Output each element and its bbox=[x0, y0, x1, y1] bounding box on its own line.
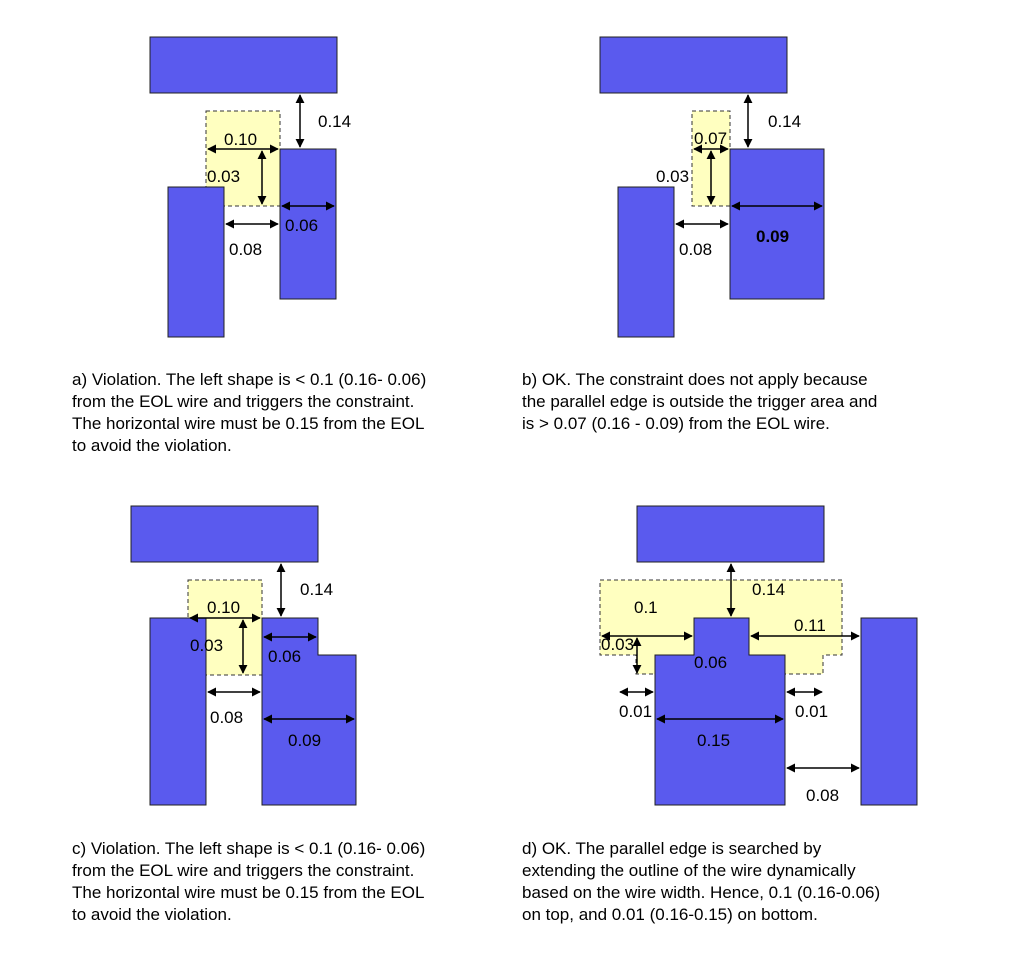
right-width-label: 0.11 bbox=[794, 616, 826, 635]
caption-line: c) Violation. The left shape is < 0.1 (0… bbox=[72, 839, 426, 858]
top-gap-label: 0.14 bbox=[300, 580, 333, 599]
left-spacing-label: 0.08 bbox=[210, 708, 243, 727]
caption-line: d) OK. The parallel edge is searched by bbox=[522, 839, 822, 858]
caption-line: from the EOL wire and triggers the const… bbox=[72, 861, 415, 880]
caption-line: b) OK. The constraint does not apply bec… bbox=[522, 370, 868, 389]
caption-c: c) Violation. The left shape is < 0.1 (0… bbox=[72, 838, 425, 926]
top-gap-label: 0.14 bbox=[752, 580, 785, 599]
left-shape bbox=[149, 617, 207, 806]
wire-width-label: 0.06 bbox=[268, 647, 301, 666]
eol-wire bbox=[729, 148, 825, 300]
horizontal-wire bbox=[636, 505, 825, 563]
panel-c: 0.14 0.10 0.03 0.06 0.08 0.09 bbox=[130, 505, 357, 806]
trigger-height-label: 0.03 bbox=[207, 167, 240, 186]
trigger-height-label: 0.03 bbox=[656, 167, 689, 186]
left-spacing-label: 0.08 bbox=[229, 240, 262, 259]
horizontal-wire bbox=[149, 36, 338, 94]
panel-d: 0.14 0.1 0.11 0.03 0.06 0.01 0.01 0.15 0… bbox=[599, 505, 918, 806]
horizontal-wire bbox=[599, 36, 788, 94]
left-spacing-label: 0.08 bbox=[679, 240, 712, 259]
trigger-height-label: 0.03 bbox=[190, 636, 223, 655]
horizontal-wire bbox=[130, 505, 319, 563]
wire-width-label: 0.06 bbox=[694, 653, 727, 672]
caption-line: to avoid the violation. bbox=[72, 905, 232, 924]
caption-line: based on the wire width. Hence, 0.1 (0.1… bbox=[522, 883, 881, 902]
right-small-label: 0.01 bbox=[795, 702, 828, 721]
left-shape bbox=[167, 186, 225, 338]
wire-width-label: 0.06 bbox=[285, 216, 318, 235]
caption-line: the parallel edge is outside the trigger… bbox=[522, 392, 878, 411]
trigger-height-label: 0.03 bbox=[601, 635, 634, 654]
panel-a: 0.14 0.10 0.03 0.06 0.08 bbox=[149, 36, 351, 338]
caption-line: The horizontal wire must be 0.15 from th… bbox=[72, 414, 425, 433]
caption-line: The horizontal wire must be 0.15 from th… bbox=[72, 883, 425, 902]
caption-a: a) Violation. The left shape is < 0.1 (0… bbox=[72, 369, 426, 457]
trigger-width-label: 0.10 bbox=[224, 130, 257, 149]
right-shape bbox=[860, 617, 918, 806]
caption-line: to avoid the violation. bbox=[72, 436, 232, 455]
trigger-width-label: 0.07 bbox=[694, 129, 727, 148]
caption-d: d) OK. The parallel edge is searched by … bbox=[522, 838, 880, 926]
eol-wire bbox=[279, 148, 337, 300]
wire-width-label: 0.09 bbox=[756, 227, 789, 246]
right-spacing-label: 0.08 bbox=[806, 786, 839, 805]
left-small-label: 0.01 bbox=[619, 702, 652, 721]
eol-wire bbox=[261, 617, 357, 806]
lower-width-label: 0.15 bbox=[697, 731, 730, 750]
caption-line: extending the outline of the wire dynami… bbox=[522, 861, 856, 880]
caption-line: on top, and 0.01 (0.16-0.15) on bottom. bbox=[522, 905, 818, 924]
left-shape bbox=[617, 186, 675, 338]
top-gap-label: 0.14 bbox=[768, 112, 801, 131]
caption-b: b) OK. The constraint does not apply bec… bbox=[522, 369, 877, 435]
caption-line: is > 0.07 (0.16 - 0.09) from the EOL wir… bbox=[522, 414, 830, 433]
trigger-width-label: 0.10 bbox=[207, 598, 240, 617]
lower-width-label: 0.09 bbox=[288, 731, 321, 750]
eol-wire bbox=[654, 617, 786, 806]
caption-line: from the EOL wire and triggers the const… bbox=[72, 392, 415, 411]
caption-line: a) Violation. The left shape is < 0.1 (0… bbox=[72, 370, 427, 389]
left-width-label: 0.1 bbox=[634, 598, 658, 617]
panel-b: 0.14 0.07 0.03 0.09 0.08 bbox=[599, 36, 825, 338]
top-gap-label: 0.14 bbox=[318, 112, 351, 131]
